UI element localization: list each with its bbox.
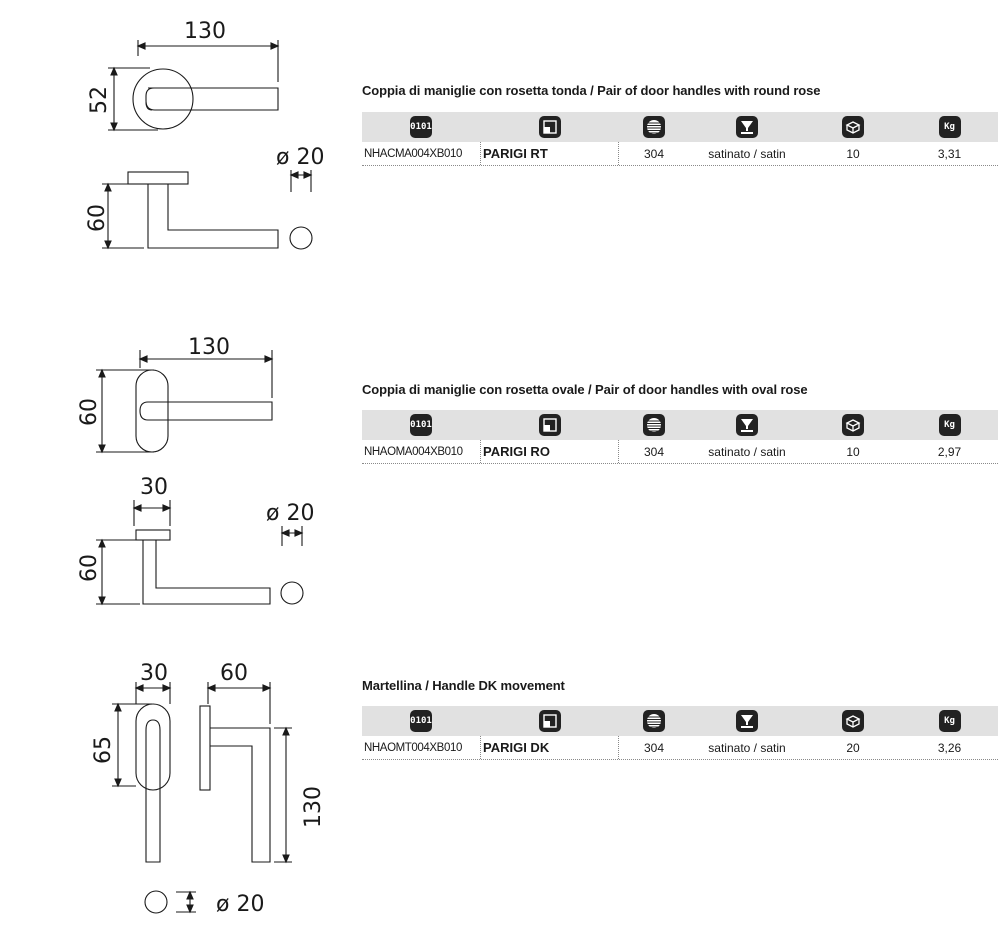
finish-funnel-icon (736, 710, 758, 732)
product-code: NHACMA004XB010 (364, 147, 462, 160)
dim-diameter-label: ø 20 (276, 145, 324, 170)
product-table-round-rose: 0101 Kg NHACMA004XB010 PARIGI RT 304 sat… (362, 112, 998, 166)
dim-rose-label: 60 (77, 398, 102, 426)
product-code: NHAOMA004XB010 (364, 445, 463, 458)
product-model: PARIGI RT (480, 142, 619, 165)
technical-drawing-dk-handle: 30 60 65 130 ø 20 (91, 661, 326, 917)
product-model: PARIGI DK (480, 736, 619, 759)
dim-diameter-label: ø 20 (266, 501, 314, 526)
product-finish: satinato / satin (708, 444, 786, 459)
product-table-oval-rose: 0101 Kg NHAOMA004XB010 PARIGI RO 304 sat… (362, 410, 998, 464)
dim-diameter-label: ø 20 (216, 892, 264, 917)
product-qty: 10 (846, 444, 860, 459)
dim-lever-label: 60 (220, 661, 248, 686)
product-model: PARIGI RO (480, 440, 619, 463)
product-material: 304 (643, 146, 665, 161)
product-qty: 20 (846, 740, 860, 755)
package-box-icon (842, 710, 864, 732)
drawing-oval-rose: 130 60 30 60 ø 20 (44, 328, 334, 618)
model-square-icon (538, 414, 561, 436)
package-box-icon (842, 116, 864, 138)
technical-drawing-oval-rose: 130 60 30 60 ø 20 (77, 335, 314, 606)
product-weight: 2,97 (937, 444, 962, 459)
model-square-icon (538, 710, 561, 732)
product-finish: satinato / satin (708, 146, 786, 161)
dim-width-label: 130 (188, 335, 230, 360)
dim-height-label: 60 (77, 554, 102, 582)
dim-rose-width-label: 30 (140, 661, 168, 686)
product-qty: 10 (846, 146, 860, 161)
material-grille-icon (643, 116, 665, 138)
binary-code-icon: 0101 (410, 710, 432, 732)
product-material: 304 (643, 444, 665, 459)
binary-code-icon: 0101 (410, 116, 432, 138)
table-header: 0101 Kg (362, 706, 998, 736)
table-row[interactable]: NHAOMT004XB010 PARIGI DK 304 satinato / … (362, 736, 998, 760)
section-title-oval-rose: Coppia di maniglie con rosetta ovale / P… (362, 382, 808, 397)
product-weight: 3,31 (937, 146, 962, 161)
section-title-round-rose: Coppia di maniglie con rosetta tonda / P… (362, 83, 821, 98)
model-square-icon (538, 116, 561, 138)
material-grille-icon (643, 414, 665, 436)
weight-kg-icon: Kg (938, 414, 961, 436)
dim-rose-label: 52 (87, 86, 112, 114)
weight-kg-icon: Kg (938, 710, 961, 732)
dim-height-label: 60 (85, 204, 110, 232)
drawing-dk-handle: 30 60 65 130 ø 20 (84, 650, 344, 925)
product-finish: satinato / satin (708, 740, 786, 755)
dim-rose-height-label: 65 (91, 736, 116, 764)
section-title-dk: Martellina / Handle DK movement (362, 678, 565, 693)
product-table-dk: 0101 Kg NHAOMT004XB010 PARIGI DK 304 sat… (362, 706, 998, 760)
product-material: 304 (643, 740, 665, 755)
weight-kg-icon: Kg (938, 116, 961, 138)
finish-funnel-icon (736, 414, 758, 436)
binary-code-icon: 0101 (410, 414, 432, 436)
table-header: 0101 Kg (362, 410, 998, 440)
dim-height-label: 130 (301, 786, 326, 828)
package-box-icon (842, 414, 864, 436)
table-row[interactable]: NHAOMA004XB010 PARIGI RO 304 satinato / … (362, 440, 998, 464)
dim-width-label: 130 (184, 19, 226, 44)
finish-funnel-icon (736, 116, 758, 138)
material-grille-icon (643, 710, 665, 732)
dim-rose-depth-label: 30 (140, 475, 168, 500)
product-code: NHAOMT004XB010 (364, 741, 462, 754)
drawing-round-rose: 130 52 60 ø 20 (80, 10, 340, 260)
table-header: 0101 Kg (362, 112, 998, 142)
product-weight: 3,26 (937, 740, 962, 755)
table-row[interactable]: NHACMA004XB010 PARIGI RT 304 satinato / … (362, 142, 998, 166)
technical-drawing-round-rose: 130 52 60 ø 20 (85, 19, 324, 250)
